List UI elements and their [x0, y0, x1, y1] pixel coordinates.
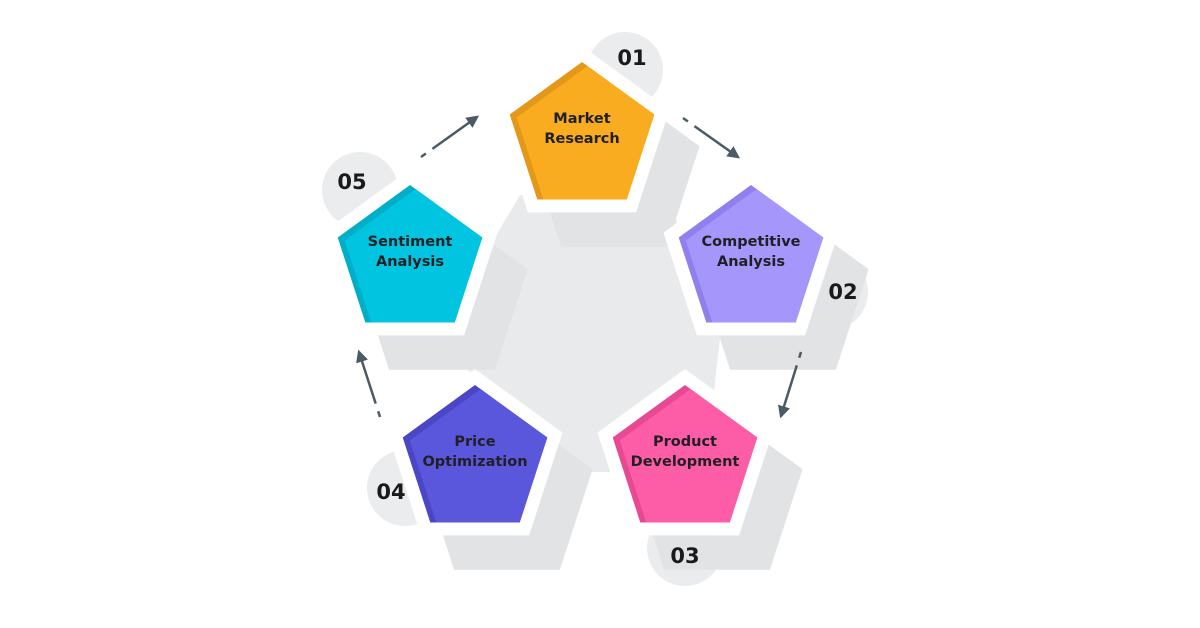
- arrow-04-to-05: [420, 115, 480, 159]
- step-number: 01: [617, 46, 646, 70]
- step-label-line2: Analysis: [376, 254, 444, 270]
- step-number: 02: [828, 280, 857, 304]
- step-number: 03: [670, 544, 699, 568]
- step-label-line1: Price: [454, 434, 495, 450]
- step-label-line1: Competitive: [701, 234, 800, 250]
- pentagon-fill: [685, 188, 824, 323]
- step-label-line2: Analysis: [717, 254, 785, 270]
- step-label-line2: Optimization: [422, 454, 527, 470]
- step-label-line1: Product: [653, 434, 717, 450]
- step-label-line1: Market: [553, 111, 610, 127]
- arrow-03-to-04: [356, 349, 382, 418]
- pentagon-fill: [344, 188, 483, 323]
- arrow-02-to-03: [778, 351, 803, 419]
- step-label-line2: Research: [544, 131, 619, 147]
- arrow-01-to-02: [682, 116, 741, 159]
- pentagon-fill: [516, 65, 655, 200]
- step-label-line1: Sentiment: [368, 234, 453, 250]
- step-number: 05: [337, 170, 366, 194]
- pentagon-fill: [619, 388, 758, 523]
- step-label-line2: Development: [631, 454, 740, 470]
- step-number: 04: [376, 480, 405, 504]
- pentagon-fill: [409, 388, 548, 523]
